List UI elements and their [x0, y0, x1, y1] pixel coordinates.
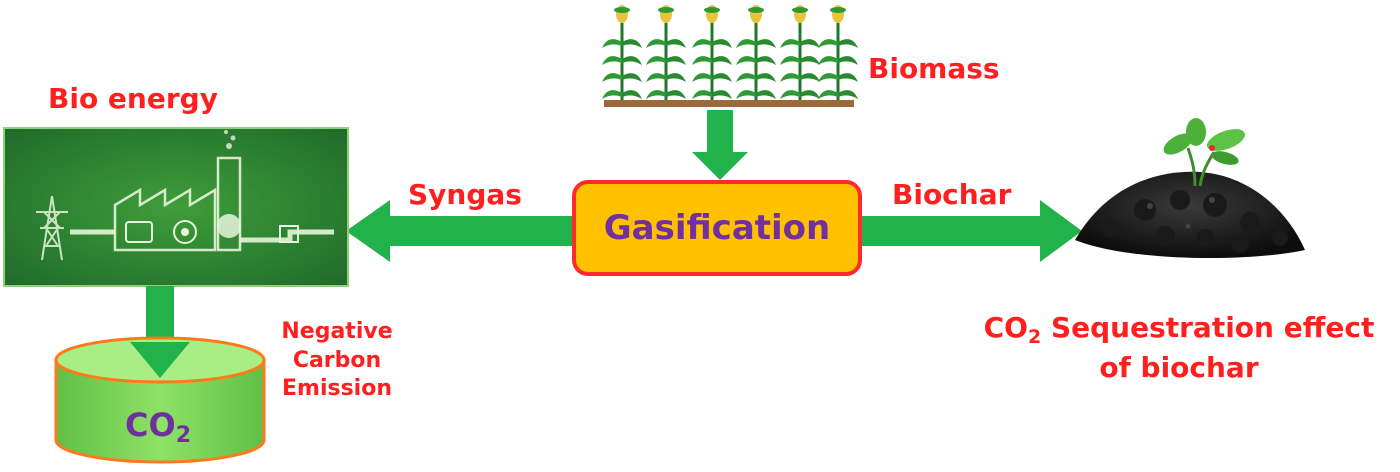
- corn-plant: [736, 5, 776, 100]
- corn-plant: [692, 5, 732, 100]
- sequestration-line-1: CO2 Sequestration effect: [962, 310, 1396, 350]
- seq-effect-text: Sequestration effect: [1041, 311, 1375, 344]
- corn-field-icon: [602, 5, 858, 107]
- gasification-label: Gasification: [603, 208, 831, 248]
- arrow-biomass-to-gasification: [692, 110, 748, 180]
- corn-plant: [602, 5, 642, 100]
- bio-energy-label: Bio energy: [48, 82, 218, 115]
- biochar-label: Biochar: [892, 178, 1012, 211]
- seq-co2-subscript: 2: [1027, 326, 1042, 348]
- charcoal-pile-with-seedling-icon: [1075, 118, 1305, 259]
- sequestration-line-2: of biochar: [1099, 350, 1259, 384]
- arrow-gasification-to-bioenergy: [346, 200, 574, 262]
- corn-plant: [818, 5, 858, 100]
- seq-co-text: CO: [983, 311, 1028, 344]
- corn-plant: [780, 5, 820, 100]
- syngas-label: Syngas: [408, 178, 522, 211]
- corn-plant: [646, 5, 686, 100]
- power-plant-icon: [3, 127, 349, 287]
- arrow-gasification-to-biochar: [862, 200, 1082, 262]
- biomass-label: Biomass: [868, 52, 1000, 85]
- gasification-process-box: Gasification: [572, 180, 862, 276]
- negative-carbon-line-3: Emission: [282, 376, 392, 402]
- co2-subscript: 2: [175, 423, 191, 448]
- co2-main-text: CO: [125, 406, 176, 444]
- sequestration-label: CO2 Sequestration effect of biochar: [962, 310, 1396, 386]
- negative-carbon-line-2: Carbon: [292, 347, 382, 373]
- negative-carbon-line-1: Negative: [281, 319, 393, 344]
- negative-carbon-emission-label: Negative Carbon Emission: [262, 318, 412, 404]
- co2-storage-label: CO2: [118, 406, 198, 448]
